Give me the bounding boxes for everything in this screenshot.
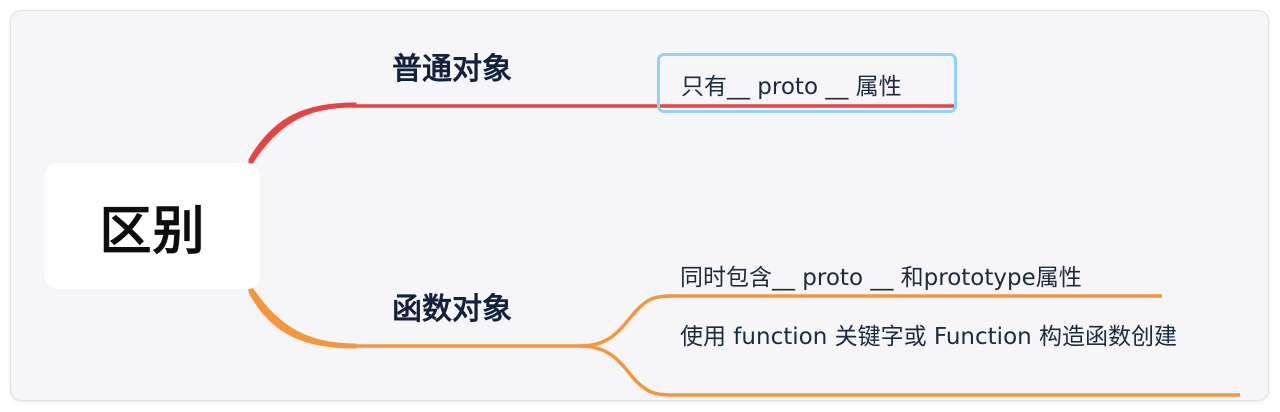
leaf-node-function-creation[interactable]: 使用 function 关键字或 Function 构造函数创建	[680, 324, 1178, 350]
leaf-node-proto-and-prototype[interactable]: 同时包含__ proto __ 和prototype属性	[680, 265, 1082, 291]
leaf-node-only-proto[interactable]: 只有__ proto __ 属性	[681, 74, 902, 100]
root-node-label: 区别	[99, 201, 206, 262]
branch-node-ordinary-object[interactable]: 普通对象	[392, 52, 512, 87]
root-node[interactable]: 区别	[45, 163, 260, 289]
branch-node-function-object[interactable]: 函数对象	[392, 292, 512, 327]
selection-highlight	[657, 53, 957, 113]
